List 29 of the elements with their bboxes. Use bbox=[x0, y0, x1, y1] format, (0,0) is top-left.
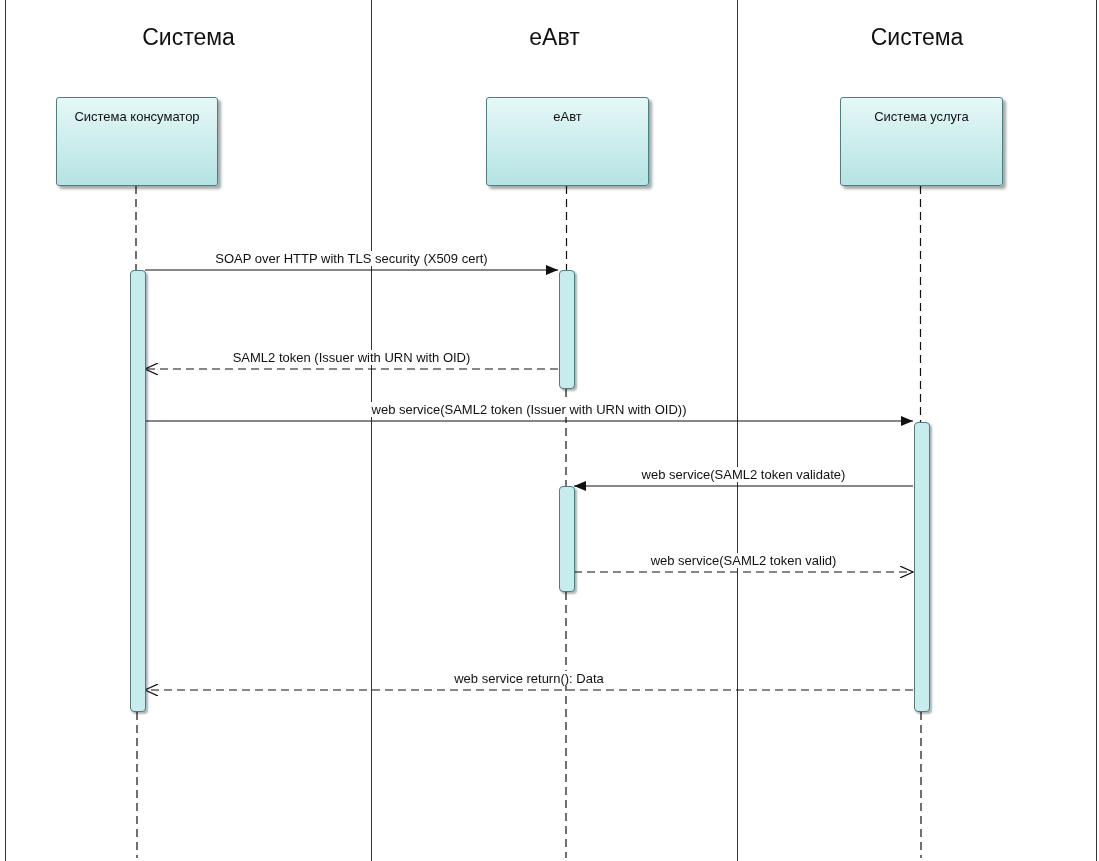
lifeline bbox=[136, 711, 138, 859]
lifeline bbox=[565, 591, 567, 859]
participant-box: Система консуматор bbox=[56, 97, 218, 186]
message-label: web service(SAML2 token (Issuer with URN with OID)) bbox=[369, 402, 689, 417]
message-label: web service(SAML2 token validate) bbox=[639, 467, 848, 482]
lifeline bbox=[135, 185, 137, 271]
lifeline bbox=[920, 711, 922, 859]
activation-bar bbox=[559, 486, 575, 592]
message-label: web service(SAML2 token valid) bbox=[648, 553, 839, 568]
activation-bar bbox=[559, 270, 575, 389]
message-arrow bbox=[144, 683, 914, 697]
message-label: web service return(): Data bbox=[452, 671, 606, 686]
message-arrow bbox=[573, 565, 914, 579]
lifeline bbox=[565, 185, 568, 271]
activation-bar bbox=[130, 270, 146, 712]
lane-title: еАвт bbox=[529, 24, 580, 51]
message-label: SOAP over HTTP with TLS security (X509 cert) bbox=[213, 251, 490, 266]
message-arrow bbox=[144, 265, 559, 275]
lane-title: Система bbox=[142, 24, 235, 51]
activation-bar bbox=[914, 422, 930, 712]
lifeline bbox=[565, 388, 567, 487]
message-arrow bbox=[144, 416, 914, 426]
lifeline bbox=[919, 185, 922, 423]
participant-box: Система услуга bbox=[840, 97, 1003, 186]
lane-title: Система bbox=[870, 24, 964, 51]
message-arrow bbox=[573, 481, 914, 491]
participant-box: еАвт bbox=[486, 97, 649, 186]
message-arrow bbox=[144, 362, 559, 376]
message-label: SAML2 token (Issuer with URN with OID) bbox=[230, 350, 473, 365]
